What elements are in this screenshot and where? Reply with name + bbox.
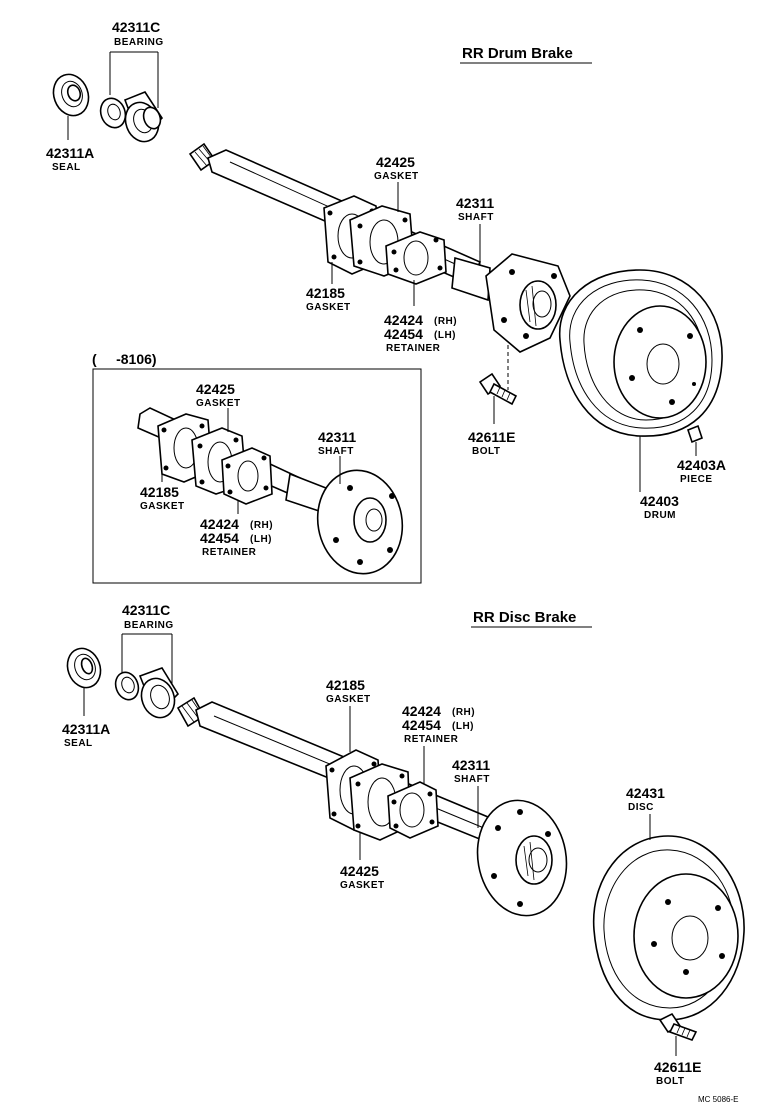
svg-text:42424: 42424 <box>402 703 441 719</box>
svg-text:42424: 42424 <box>200 516 239 532</box>
disc-bolt-name: BOLT <box>656 1076 684 1087</box>
inset-gasket-top-part: 42425 <box>196 381 235 397</box>
disc-bearing-name: BEARING <box>124 620 174 631</box>
disc-gasket-low-name: GASKET <box>340 880 385 891</box>
svg-text:RETAINER: RETAINER <box>404 734 459 745</box>
drum-hub-bolt <box>478 372 518 406</box>
inset-retainer-label: 42424 (RH) 42454 (LH) RETAINER <box>200 516 273 558</box>
inset-shaft-name: SHAFT <box>318 446 354 457</box>
disc-brake-title: RR Disc Brake <box>473 609 576 626</box>
drum-seal-name: SEAL <box>52 162 81 173</box>
drum-retainer <box>385 231 447 285</box>
disc-axle-flange <box>476 799 568 917</box>
drum-bearing <box>99 91 164 143</box>
drum-brake-title: RR Drum Brake <box>462 45 573 62</box>
drum-bolt-name: BOLT <box>472 446 500 457</box>
svg-text:(RH): (RH) <box>452 707 475 718</box>
disc-gasket-top-name: GASKET <box>326 694 371 705</box>
disc-brake-section: RR Disc Brake 42311C BEARING 42311A SEAL <box>62 602 745 1087</box>
drum-gasket-top-part: 42425 <box>376 154 415 170</box>
disc-retainer-label: 42424 (RH) 42454 (LH) RETAINER <box>402 703 475 745</box>
svg-text:(LH): (LH) <box>250 534 272 545</box>
inset-box: ( -8106) <box>92 351 422 584</box>
svg-text:42454: 42454 <box>402 717 441 733</box>
inset-range-label: ( -8106) <box>92 351 157 367</box>
drum-bearing-leader <box>109 51 159 108</box>
drum-piece-name: PIECE <box>680 474 713 485</box>
svg-text:(RH): (RH) <box>434 316 457 327</box>
disc-seal-part: 42311A <box>62 721 110 737</box>
disc-hub-bolt <box>658 1012 698 1041</box>
disc-disc-name: DISC <box>628 802 654 813</box>
svg-text:RETAINER: RETAINER <box>386 343 441 354</box>
brake-disc-rotor <box>592 835 745 1021</box>
drum-shaft-name: SHAFT <box>458 212 494 223</box>
svg-text:(RH): (RH) <box>250 520 273 531</box>
svg-text:RETAINER: RETAINER <box>202 547 257 558</box>
disc-bearing-part: 42311C <box>122 602 170 618</box>
disc-disc-part: 42431 <box>626 785 665 801</box>
drum-seal-part: 42311A <box>46 145 94 161</box>
disc-shaft-name: SHAFT <box>454 774 490 785</box>
drum-brake-section: RR Drum Brake 42311C BEARING 42311A SEAL <box>46 19 726 521</box>
svg-text:(LH): (LH) <box>434 330 456 341</box>
inset-gasket-low-name: GASKET <box>140 501 185 512</box>
drum-axle-flange <box>485 253 571 353</box>
drum-piece-part: 42403A <box>677 457 726 473</box>
inset-frame <box>92 368 422 584</box>
drum-piece <box>687 424 703 444</box>
drum-bolt-part: 42611E <box>468 429 516 445</box>
drum-seal <box>52 73 90 117</box>
drum-gasket-low-name: GASKET <box>306 302 351 313</box>
disc-seal <box>66 647 102 689</box>
disc-shaft-part: 42311 <box>452 757 490 773</box>
inset-retainer <box>221 447 273 505</box>
drum-bearing-part: 42311C <box>112 19 160 35</box>
brake-drum <box>558 269 723 437</box>
disc-bolt-part: 42611E <box>654 1059 702 1075</box>
drum-retainer-label: 42424 (RH) 42454 (LH) RETAINER <box>384 312 457 354</box>
drum-drum-part: 42403 <box>640 493 679 509</box>
disc-bearing-leader <box>121 633 173 684</box>
inset-shaft-part: 42311 <box>318 429 356 445</box>
svg-text:(LH): (LH) <box>452 721 474 732</box>
drum-drum-name: DRUM <box>644 510 676 521</box>
footer-code: MC 5086-E <box>698 1095 738 1104</box>
inset-axle-flange <box>316 469 404 575</box>
drum-shaft-part: 42311 <box>456 195 494 211</box>
disc-bearing <box>114 667 180 719</box>
drum-gasket-top-name: GASKET <box>374 171 419 182</box>
disc-gasket-top-part: 42185 <box>326 677 365 693</box>
disc-gasket-low-part: 42425 <box>340 863 379 879</box>
svg-text:42424: 42424 <box>384 312 423 328</box>
inset-gasket-top-name: GASKET <box>196 398 241 409</box>
disc-retainer <box>387 781 439 839</box>
drum-gasket-low-part: 42185 <box>306 285 345 301</box>
drum-bearing-name: BEARING <box>114 37 164 48</box>
inset-gasket-low-part: 42185 <box>140 484 179 500</box>
svg-text:42454: 42454 <box>200 530 239 546</box>
disc-seal-name: SEAL <box>64 738 93 749</box>
svg-text:42454: 42454 <box>384 326 423 342</box>
